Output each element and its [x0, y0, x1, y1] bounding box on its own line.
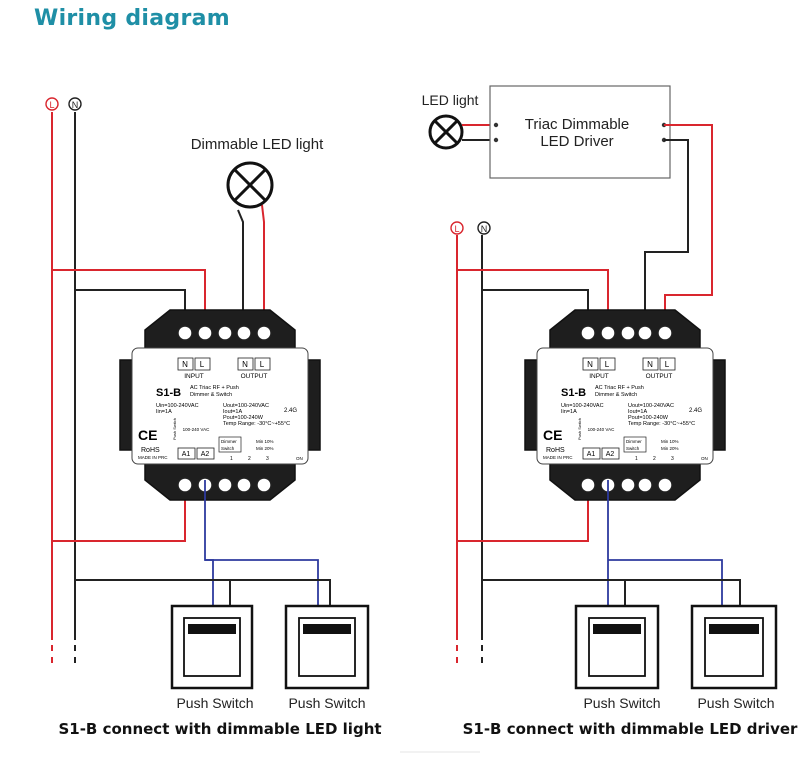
left-iin: Iin=1A: [156, 409, 172, 415]
driver-label-line2: LED Driver: [540, 133, 613, 150]
right-uout: Uout=100-240VAC: [628, 403, 674, 409]
left-type2: Dimmer & Switch: [190, 392, 232, 398]
right-neutral-terminal-icon: [477, 221, 491, 235]
left-a1: A1: [182, 451, 191, 458]
right-dimmer: Dimmer: [626, 439, 642, 444]
left-load-label: Dimmable LED light: [191, 136, 324, 153]
left-input-n: N: [182, 360, 188, 369]
right-uin: Uin=100-240VAC: [561, 403, 604, 409]
right-pin3: 3: [671, 456, 674, 462]
left-ce-mark: CE: [138, 427, 157, 443]
left-neutral-terminal-icon: [68, 97, 82, 111]
right-live-terminal-icon: [450, 221, 464, 235]
right-min10: Min 10%: [661, 439, 679, 444]
driver-label-line1: Triac Dimmable: [525, 116, 629, 133]
left-type1: AC Triac RF + Push: [190, 385, 239, 391]
right-pin2: 2: [653, 456, 656, 462]
right-push-switch-1: Push Switch: [574, 604, 661, 711]
right-push-switch-2: Push Switch: [690, 604, 778, 711]
left-output-n: N: [242, 360, 248, 369]
left-output-l: L: [260, 360, 265, 369]
left-switch1-label: Push Switch: [176, 695, 253, 711]
right-iout: Iout=1A: [628, 409, 647, 415]
right-switch1-label: Push Switch: [583, 695, 660, 711]
right-input-l: L: [605, 360, 610, 369]
right-s1b-module: N L INPUT N L OUTPUT S1-B AC Triac RF + …: [524, 309, 726, 501]
left-rohs: RoHS: [141, 447, 160, 454]
left-iout: Iout=1A: [223, 409, 242, 415]
left-switch: Switch: [221, 446, 235, 451]
left-vac: 100-240 VAC: [183, 427, 210, 432]
left-caption: S1-B connect with dimmable LED light: [58, 720, 381, 738]
right-type1: AC Triac RF + Push: [595, 385, 644, 391]
left-live-terminal-icon: [45, 97, 59, 111]
left-s1b-module: N L INPUT N L OUTPUT S1-B AC Triac RF + …: [119, 309, 321, 501]
left-input-label: INPUT: [184, 373, 204, 380]
right-push-switch-tag: Push Switch: [577, 418, 582, 440]
page-title: Wiring diagram: [34, 6, 230, 31]
left-pin3: 3: [266, 456, 269, 462]
left-model: S1-B: [156, 387, 181, 399]
left-min10: Min 10%: [256, 439, 274, 444]
right-vac: 100-240 VAC: [588, 427, 615, 432]
left-dimmer: Dimmer: [221, 439, 237, 444]
right-diagram: LED light Triac Dimmable LED Driver L N: [422, 85, 798, 738]
right-input-label: INPUT: [589, 373, 609, 380]
left-push-switch-tag: Push Switch: [172, 418, 177, 440]
right-a1: A1: [587, 451, 596, 458]
right-rohs: RoHS: [546, 447, 565, 454]
left-switch2-label: Push Switch: [288, 695, 365, 711]
right-live-label: L: [454, 224, 459, 234]
left-push-switch-2: Push Switch: [284, 604, 370, 711]
right-on: ON: [701, 456, 708, 461]
right-min20: Min 20%: [661, 446, 679, 451]
right-output-n: N: [647, 360, 653, 369]
left-temp: Temp Range: -30°C~+55°C: [223, 421, 290, 427]
left-input-l: L: [200, 360, 205, 369]
left-live-label: L: [49, 100, 54, 110]
left-uin: Uin=100-240VAC: [156, 403, 199, 409]
left-pin1: 1: [230, 456, 233, 462]
right-ce-mark: CE: [543, 427, 562, 443]
right-neutral-label: N: [481, 224, 488, 234]
right-rf: 2.4G: [689, 408, 702, 414]
left-neutral-label: N: [72, 100, 79, 110]
left-uout: Uout=100-240VAC: [223, 403, 269, 409]
right-pin1: 1: [635, 456, 638, 462]
left-pout: Pout=100-240W: [223, 415, 264, 421]
right-output-l: L: [665, 360, 670, 369]
left-push-switch-1: Push Switch: [170, 604, 254, 711]
left-on: ON: [296, 456, 303, 461]
left-rf: 2.4G: [284, 408, 297, 414]
right-input-n: N: [587, 360, 593, 369]
left-diagram: L N Dimmable LED light: [45, 97, 382, 738]
right-caption: S1-B connect with dimmable LED driver: [463, 720, 798, 738]
left-min20: Min 20%: [256, 446, 274, 451]
left-made-in: MADE IN PRC: [138, 455, 168, 460]
right-type2: Dimmer & Switch: [595, 392, 637, 398]
left-pin2: 2: [248, 456, 251, 462]
right-iin: Iin=1A: [561, 409, 577, 415]
right-lamp-label: LED light: [422, 92, 479, 108]
left-a2: A2: [201, 451, 210, 458]
right-model: S1-B: [561, 387, 586, 399]
triac-driver-box: [489, 85, 671, 179]
right-switch2-label: Push Switch: [697, 695, 774, 711]
right-made-in: MADE IN PRC: [543, 455, 573, 460]
left-output-label: OUTPUT: [241, 373, 268, 380]
right-temp: Temp Range: -30°C~+55°C: [628, 421, 695, 427]
right-switch: Switch: [626, 446, 640, 451]
right-a2: A2: [606, 451, 615, 458]
right-pout: Pout=100-240W: [628, 415, 669, 421]
right-output-label: OUTPUT: [646, 373, 673, 380]
